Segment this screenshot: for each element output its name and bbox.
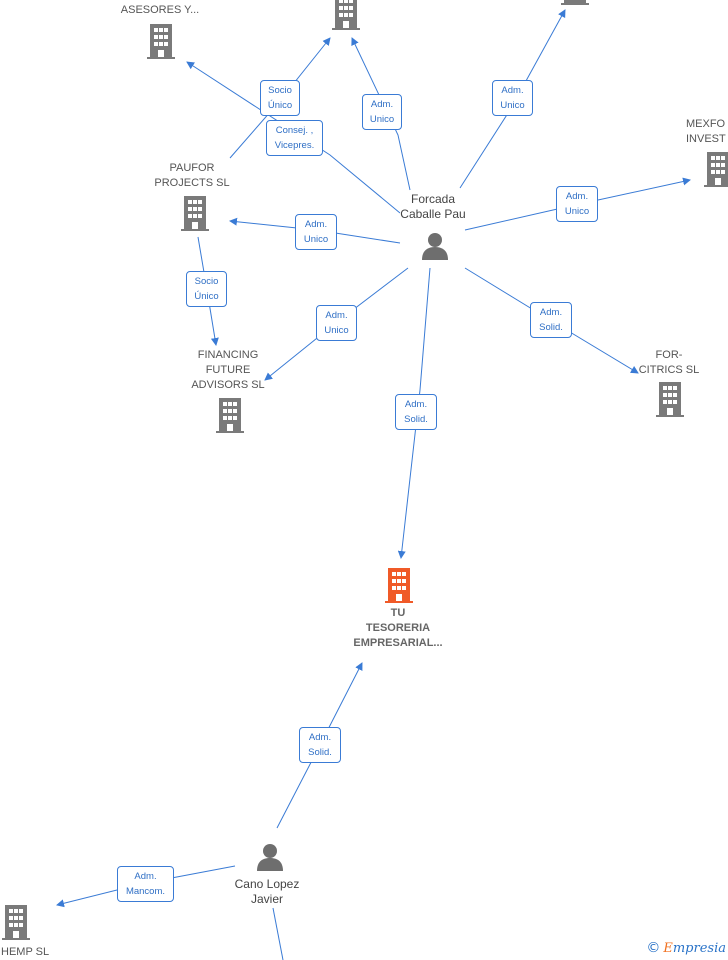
edge-cano-down	[272, 907, 284, 960]
company-label-tu-tesoreria[interactable]: TU TESORERIA EMPRESARIAL...	[353, 607, 443, 649]
building-icon-hemp[interactable]	[1, 905, 31, 941]
company-label-forcitrics[interactable]: FOR- CITRICS SL	[638, 349, 700, 376]
edge-label-adm-mancom: Adm. Mancom.	[117, 866, 174, 902]
edge-label-adm-unico-topright: Adm. Unico	[492, 80, 533, 116]
edge-label-adm-unico-financing: Adm. Unico	[316, 305, 357, 341]
edge-label-adm-unico-mexfor: Adm. Unico	[556, 186, 598, 222]
edge-label-consej-vicepres: Consej. , Vicepres.	[266, 120, 323, 156]
person-icon-cano[interactable]	[255, 842, 285, 872]
person-icon-forcada[interactable]	[420, 231, 450, 261]
company-label-paufor[interactable]: PAUFOR PROJECTS SL	[154, 162, 230, 189]
company-label-financing[interactable]: FINANCING FUTURE ADVISORS SL	[191, 349, 265, 391]
copyright-symbol: ©	[646, 940, 661, 956]
building-icon-mexfor[interactable]	[703, 152, 728, 188]
edge-label-adm-solid-tu: Adm. Solid.	[395, 394, 437, 430]
edge-label-adm-solid-cano: Adm. Solid.	[299, 727, 341, 763]
person-label-cano[interactable]: Cano Lopez Javier	[234, 877, 300, 906]
edge-forcada-to-top-building	[351, 37, 411, 191]
company-label-hemp[interactable]: D HEMP SL	[1, 946, 50, 958]
empresia-logo: ©Empresia	[646, 940, 726, 956]
building-icon-forcitrics[interactable]	[655, 382, 685, 418]
building-icon-tu-tesoreria[interactable]	[384, 568, 414, 604]
edge-forcada-to-tu	[397, 267, 431, 559]
company-label-asesores[interactable]: ASESORES Y...	[120, 4, 200, 16]
company-label-mexfor[interactable]: MEXFO INVEST	[686, 118, 726, 145]
building-icon-top[interactable]	[331, 0, 361, 31]
edge-label-adm-solid-forcitrics: Adm. Solid.	[530, 302, 572, 338]
brand-name: mpresia	[672, 941, 726, 956]
building-icon-topright[interactable]	[560, 0, 590, 6]
edge-label-socio-unico-top: Socio Único	[260, 80, 300, 116]
building-icon-paufor[interactable]	[180, 196, 210, 232]
edge-label-adm-unico-top: Adm. Unico	[362, 94, 402, 130]
brand-initial: E	[663, 941, 673, 956]
edge-forcada-to-asesores	[186, 61, 401, 214]
building-icon-asesores[interactable]	[146, 24, 176, 60]
edge-label-socio-unico-financing: Socio Único	[186, 271, 227, 307]
building-icon-financing[interactable]	[215, 398, 245, 434]
edge-label-adm-unico-paufor: Adm. Unico	[295, 214, 337, 250]
person-label-forcada[interactable]: Forcada Caballe Pau	[400, 192, 466, 221]
